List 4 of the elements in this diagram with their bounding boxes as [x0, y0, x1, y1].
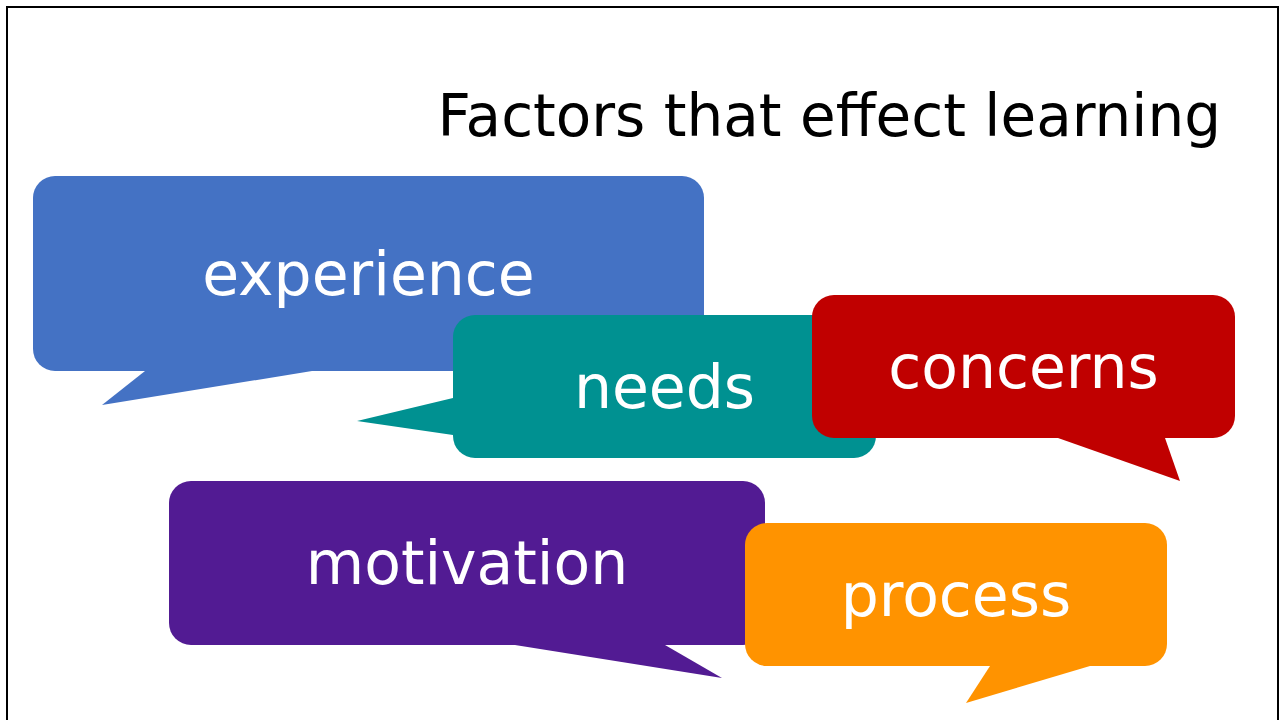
bubble-label: concerns — [888, 336, 1159, 397]
title: Factors that effect learning — [437, 82, 1221, 150]
bubble-label: motivation — [305, 533, 629, 593]
bubble-label: needs — [573, 356, 756, 417]
